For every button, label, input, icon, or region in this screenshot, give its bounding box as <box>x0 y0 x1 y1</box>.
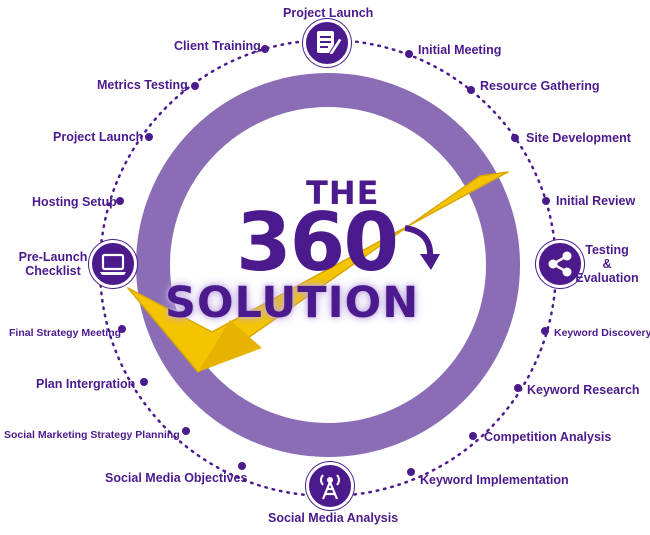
laptop-icon <box>89 240 137 288</box>
checkmark-swoosh-tail <box>198 320 262 372</box>
step-label-project-launch-top: Project Launch <box>283 6 374 20</box>
step-dot <box>405 50 413 58</box>
step-dot <box>467 86 475 94</box>
title-solution: SOLUTION <box>165 278 420 328</box>
step-label-social-marketing-strategy-planning: Social Marketing Strategy Planning <box>4 429 180 441</box>
step-label-social-media-objectives: Social Media Objectives <box>105 471 248 485</box>
step-label-project-launch-left: Project Launch <box>53 130 144 144</box>
zero-arrow-head <box>420 254 440 270</box>
step-dot <box>514 384 522 392</box>
document-pen-icon <box>303 19 351 67</box>
step-dot <box>116 197 124 205</box>
step-label-keyword-implementation: Keyword Implementation <box>420 473 569 487</box>
zero-arrow <box>404 225 434 259</box>
step-label-testing-evaluation: Testing & Evaluation <box>575 243 639 285</box>
step-label-keyword-research: Keyword Research <box>527 383 640 397</box>
title-the: THE <box>306 174 380 212</box>
step-label-final-strategy-meeting: Final Strategy Meeting <box>9 327 122 339</box>
step-label-plan-intergration: Plan Intergration <box>36 377 136 391</box>
step-label-keyword-discovery: Keyword Discovery <box>554 327 650 339</box>
step-dot <box>182 427 190 435</box>
step-dot <box>469 432 477 440</box>
step-label-initial-meeting: Initial Meeting <box>418 43 502 57</box>
step-dot <box>238 462 246 470</box>
step-label-site-development: Site Development <box>526 131 631 145</box>
step-label-pre-launch-checklist: Pre-Launch Checklist <box>18 250 88 278</box>
step-label-social-media-analysis: Social Media Analysis <box>268 511 399 525</box>
step-dot <box>542 197 550 205</box>
step-label-competition-analysis: Competition Analysis <box>484 430 612 444</box>
step-label-metrics-testing: Metrics Testing <box>97 78 188 92</box>
step-dot <box>511 134 519 142</box>
step-dot <box>118 325 126 333</box>
share-icon <box>536 240 584 288</box>
broadcast-tower-icon <box>306 462 354 510</box>
step-dot <box>191 82 199 90</box>
step-dot <box>541 327 549 335</box>
step-dot <box>140 378 148 386</box>
step-dot <box>407 468 415 476</box>
step-label-resource-gathering: Resource Gathering <box>480 79 600 93</box>
step-label-hosting-setup: Hosting Setup <box>32 195 117 209</box>
step-label-client-training: Client Training <box>174 39 261 53</box>
main-ring <box>136 73 520 457</box>
step-dot <box>261 45 269 53</box>
step-label-initial-review: Initial Review <box>556 194 636 208</box>
title-360: 360 <box>236 196 399 289</box>
step-dot <box>145 133 153 141</box>
